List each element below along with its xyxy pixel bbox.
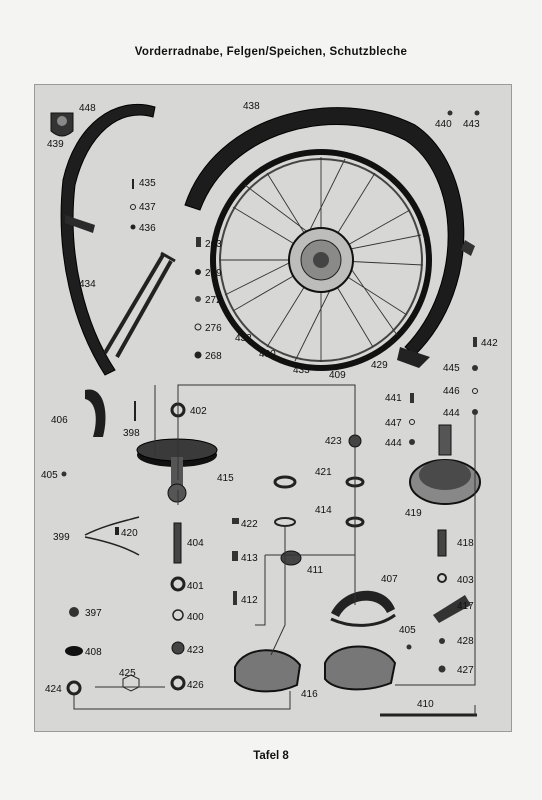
label-433: 433 (293, 365, 310, 376)
label-408: 408 (85, 647, 102, 658)
diagram-svg: 448 439 438 440 443 435 437 436 434 263 … (41, 101, 498, 717)
label-426: 426 (187, 680, 204, 691)
label-411: 411 (307, 565, 323, 576)
label-400: 400 (187, 612, 204, 623)
label-444-a: 444 (443, 408, 460, 419)
label-404: 404 (187, 538, 204, 549)
mudguard-stays (103, 251, 176, 358)
hub-half-left (234, 649, 302, 693)
label-424: 424 (45, 684, 62, 695)
label-414: 414 (315, 505, 332, 516)
label-406: 406 (51, 415, 68, 426)
label-436: 436 (139, 223, 156, 234)
label-445: 445 (443, 363, 460, 374)
label-399: 399 (53, 532, 70, 543)
label-405-a: 405 (41, 470, 58, 481)
hub-half-right (324, 645, 397, 691)
label-415: 415 (217, 473, 234, 484)
label-444-b: 444 (385, 438, 402, 449)
label-272: 272 (205, 295, 222, 306)
label-435: 435 (139, 178, 156, 189)
label-263: 263 (205, 239, 222, 250)
label-413: 413 (241, 553, 258, 564)
label-405-b: 405 (399, 625, 416, 636)
label-417: 417 (457, 601, 474, 612)
label-423-b: 423 (187, 645, 204, 656)
main-mudguard (184, 107, 475, 368)
brake-plate-419 (409, 424, 481, 505)
bolt-parts-left (130, 179, 136, 230)
label-410: 410 (417, 699, 434, 710)
label-430: 430 (259, 349, 276, 360)
spoked-wheel (210, 149, 432, 371)
nipple-parts (194, 237, 202, 359)
label-427: 427 (457, 665, 474, 676)
hub-part-415 (136, 438, 218, 503)
label-440: 440 (435, 119, 452, 130)
label-423-a: 423 (325, 436, 342, 447)
label-276: 276 (205, 323, 222, 334)
left-mudguard (60, 103, 156, 376)
cap-397 (69, 607, 79, 617)
screw-parts-right (409, 110, 480, 445)
assembly-lines (73, 384, 476, 715)
label-412: 412 (241, 595, 258, 606)
label-443: 443 (463, 119, 480, 130)
label-418: 418 (457, 538, 474, 549)
part-labels: 448 439 438 440 443 435 437 436 434 263 … (41, 101, 498, 710)
brake-lining-part (85, 389, 106, 437)
label-402: 402 (190, 406, 207, 417)
label-397: 397 (85, 608, 102, 619)
bearing-411 (280, 550, 302, 566)
label-446: 446 (443, 386, 460, 397)
label-420: 420 (121, 528, 138, 539)
spacer-tube-404 (173, 522, 182, 564)
page-title: Vorderradnabe, Felgen/Speichen, Schutzbl… (134, 46, 408, 58)
label-422: 422 (241, 519, 258, 530)
spoke-part-399 (84, 516, 140, 556)
label-416: 416 (301, 689, 318, 700)
label-401: 401 (187, 581, 204, 592)
label-439: 439 (47, 139, 64, 150)
label-425: 425 (119, 668, 136, 679)
label-429: 429 (371, 360, 388, 371)
label-403: 403 (457, 575, 474, 586)
label-441: 441 (385, 393, 402, 404)
label-398: 398 (123, 428, 140, 439)
label-442: 442 (481, 338, 498, 349)
grease-nipple-405 (61, 471, 67, 477)
plate-number: Tafel 8 (253, 750, 289, 762)
label-269: 269 (205, 268, 222, 279)
brake-shoe-407 (331, 590, 395, 617)
label-438: 438 (243, 101, 260, 112)
label-432: 432 (235, 333, 252, 344)
label-434: 434 (79, 279, 96, 290)
parts-diagram: 448 439 438 440 443 435 437 436 434 263 … (34, 84, 512, 732)
label-428: 428 (457, 636, 474, 647)
emblem-part (50, 112, 74, 137)
label-419: 419 (405, 508, 422, 519)
label-447: 447 (385, 418, 402, 429)
label-448: 448 (79, 103, 96, 114)
label-407: 407 (381, 574, 398, 585)
label-268: 268 (205, 351, 222, 362)
label-421: 421 (315, 467, 332, 478)
label-409: 409 (329, 370, 346, 381)
label-437: 437 (139, 202, 156, 213)
